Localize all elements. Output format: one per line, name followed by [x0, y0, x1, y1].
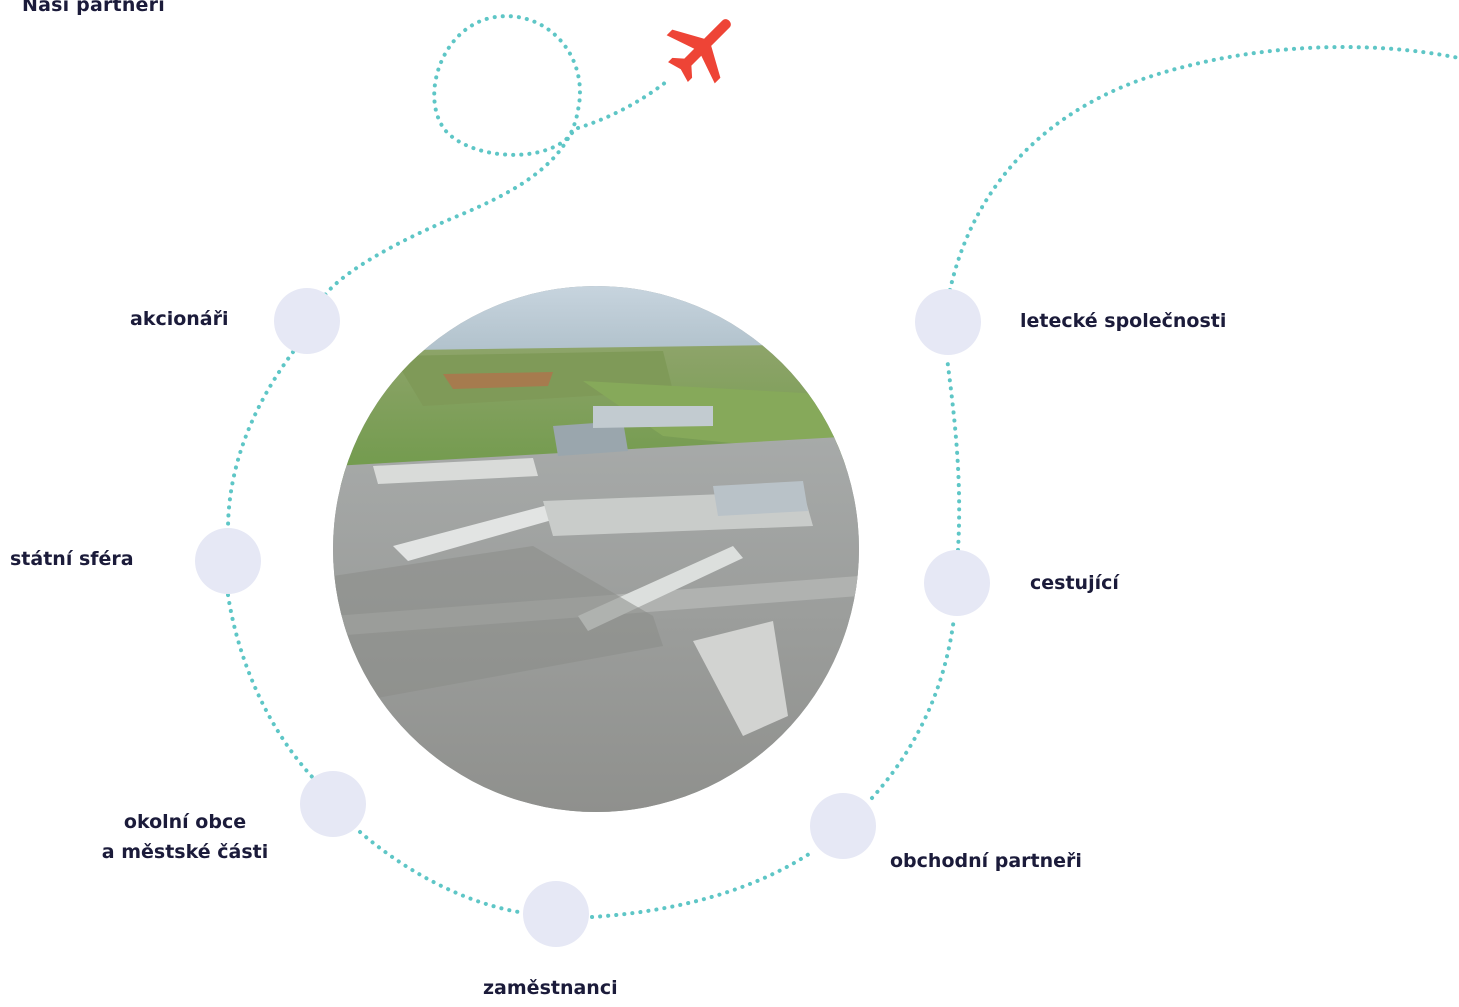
bottom-arc-path-2 [590, 850, 814, 919]
label-municipalities: okolní obce a městské části [92, 807, 278, 867]
node-airlines [915, 289, 981, 355]
label-shareholders: akcionáři [130, 308, 229, 330]
node-business-partners [810, 793, 876, 859]
label-passengers: cestující [1030, 572, 1119, 594]
label-business-partners: obchodní partneři [890, 850, 1082, 872]
node-employees [523, 881, 589, 947]
left-arc-path-2 [226, 593, 317, 782]
right-arc-path-2 [945, 356, 962, 552]
node-municipalities [300, 771, 366, 837]
left-arc-path [226, 350, 295, 532]
bottom-arc-path [358, 830, 527, 915]
loop-path [323, 14, 582, 297]
node-shareholders [274, 288, 340, 354]
label-airlines: letecké společnosti [1020, 310, 1227, 332]
node-state [195, 528, 261, 594]
top-right-arc-path [948, 45, 1459, 292]
page-title: Naši partneři [22, 0, 165, 16]
label-state: státní sféra [10, 548, 134, 570]
plane-trail-path [576, 80, 668, 130]
right-arc-path [870, 616, 956, 800]
airplane-icon [666, 19, 731, 84]
label-municipalities-line2: a městské části [101, 841, 269, 863]
node-passengers [924, 550, 990, 616]
label-municipalities-line1: okolní obce [123, 811, 247, 833]
airport-aerial-photo [333, 286, 859, 812]
label-employees: zaměstnanci [483, 977, 618, 999]
